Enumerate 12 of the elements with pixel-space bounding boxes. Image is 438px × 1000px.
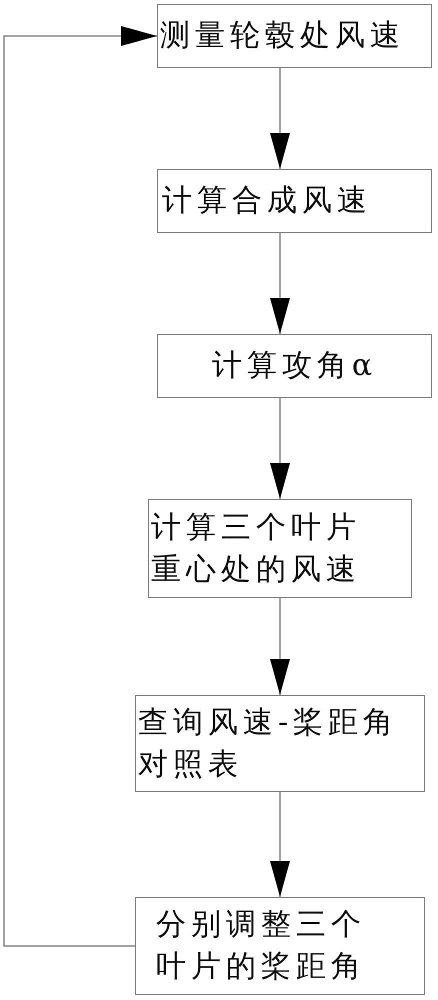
arrow — [270, 233, 290, 334]
arrow — [3, 26, 157, 947]
process-box: 分别调整三个叶片的桨距角 — [135, 897, 425, 995]
process-box: 计算攻角α — [157, 334, 432, 398]
process-box: 计算合成风速 — [157, 169, 432, 233]
arrow — [270, 398, 290, 499]
process-box: 测量轮毂处风速 — [157, 4, 432, 68]
arrow — [270, 598, 290, 695]
arrow — [270, 792, 290, 897]
arrow — [270, 68, 290, 169]
process-box: 查询风速-桨距角对照表 — [135, 695, 425, 792]
process-box: 计算三个叶片重心处的风速 — [148, 499, 412, 598]
